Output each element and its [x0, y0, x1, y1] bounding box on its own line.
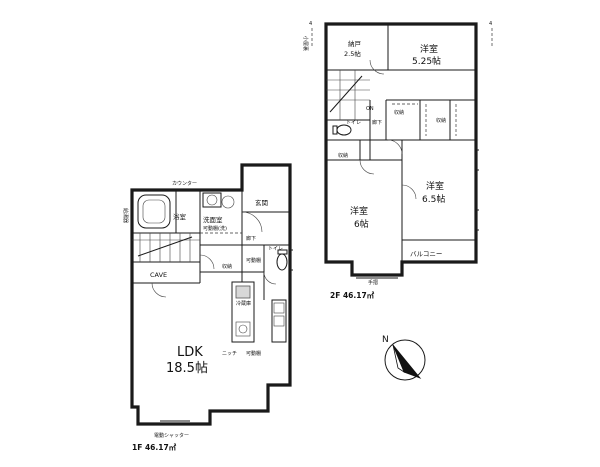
compass-label: N [382, 335, 389, 345]
on-mark: ON [366, 106, 374, 112]
balcony-label: バルコニー [410, 250, 442, 258]
entrance-label: 玄関 [255, 198, 268, 207]
floor-1-stairs [132, 233, 200, 262]
svg-text:4: 4 [309, 21, 312, 27]
western1-name: 洋室 [420, 43, 438, 55]
floor-1: LDK 18.5帖 浴室 洗面室 可動棚(洗) 玄関 廊下 トイレ CAVE 収… [122, 163, 293, 452]
handrail-label: 手摺 [368, 279, 378, 286]
storage-2f-label-b: 収納 [436, 117, 446, 124]
svg-text:4: 4 [489, 21, 492, 27]
floor-2: 4 4 納戸 2.5帖 洋室 5.25帖 洋室 6帖 洋室 6.5帖 バルコニー… [302, 21, 493, 300]
floor-1-caption: 1F 46.17㎡ [132, 442, 177, 452]
closet-name: 納戸 [348, 39, 362, 48]
floor-2-stairs [326, 70, 370, 120]
ldk-name: LDK [177, 345, 203, 360]
movable-shelf-label: 可動棚 [246, 350, 261, 357]
western2-name: 洋室 [350, 205, 368, 217]
shelf-note-label: 可動棚 [246, 257, 261, 264]
cave-label: CAVE [150, 271, 167, 279]
bath-label: 浴室 [173, 212, 187, 221]
loft-mark: 小屋裏 [302, 36, 309, 51]
fridge-label: 冷蔵庫 [236, 300, 251, 307]
floor-2-outer-wall [324, 22, 478, 277]
shutter-label: 電動シャッター [154, 432, 189, 439]
ldk-size: 18.5帖 [166, 361, 208, 376]
closet-size: 2.5帖 [344, 49, 361, 58]
floor-1-outer-wall [130, 163, 292, 426]
counter-label: カウンター [172, 180, 197, 187]
niche-label: ニッチ [222, 351, 237, 357]
toilet-2f-label: トイレ [346, 120, 361, 126]
floor-2-caption: 2F 46.17㎡ [330, 290, 375, 300]
compass: N [382, 335, 426, 381]
hall-1f-label: 廊下 [246, 235, 256, 242]
toilet-1f-label: トイレ [268, 246, 283, 252]
western2-size: 6帖 [354, 218, 369, 230]
storage-2f-label-a: 収納 [394, 109, 404, 116]
western3-size: 6.5帖 [422, 193, 445, 205]
western1-size: 5.25帖 [412, 55, 441, 67]
storage-1f-label: 収納 [222, 263, 232, 270]
western3-name: 洋室 [426, 180, 444, 192]
storage-2f-label-c: 収納 [338, 152, 348, 159]
water-heater-label: 給湯器 [122, 208, 129, 223]
washroom-label: 洗面室 [203, 215, 223, 224]
compass-ring [384, 339, 426, 381]
hall-2f-label: 廊下 [372, 119, 382, 126]
washroom-note: 可動棚(洗) [203, 225, 227, 232]
